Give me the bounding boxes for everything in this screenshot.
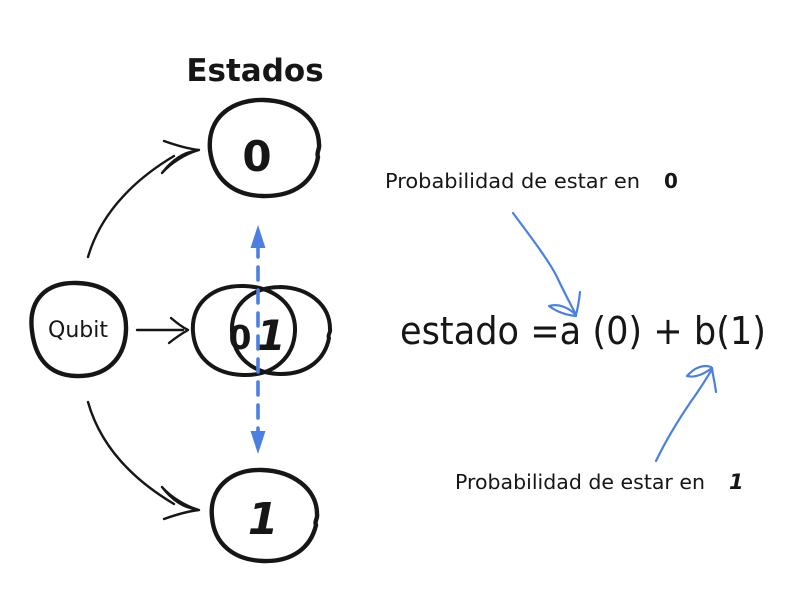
superposition-left-circle [190, 283, 298, 378]
state0-node: 0 [207, 97, 322, 199]
arrow-qubit-to-state1 [86, 400, 201, 521]
qubit-node: Qubit [29, 280, 129, 379]
qubit-label: Qubit [48, 318, 108, 343]
arrow-qubit-to-state1-shaft [86, 400, 176, 506]
prob-one-annotation: Probabilidad de estar en 1 [455, 364, 744, 494]
qubit-circle [29, 280, 129, 379]
arrow-qubit-to-state0-shaft [86, 154, 176, 259]
diagram-title: Estados [186, 53, 323, 89]
state1-node: 1 [209, 467, 320, 564]
arrow-qubit-to-state1-head [160, 485, 201, 521]
arrow-qubit-to-superposition-head [167, 316, 190, 345]
prob-zero-annotation: Probabilidad de estar en 0 [385, 169, 678, 318]
superposition-right-circle [229, 285, 333, 376]
dashed-arrow-down-head [250, 431, 266, 454]
superposition-digit-1: 1 [256, 311, 285, 360]
prob-one-digit: 1 [729, 470, 744, 494]
arrow-prob-one-head [685, 364, 718, 394]
state1-digit: 1 [248, 494, 279, 545]
prob-zero-label: Probabilidad de estar en [385, 169, 640, 193]
superposition-digit-0: 0 [229, 318, 252, 357]
arrow-prob-zero-head [547, 290, 582, 318]
arrow-prob-one-to-coefficient-b [654, 369, 713, 463]
superposition-dashed-double-arrow [250, 225, 266, 454]
arrow-prob-zero-to-coefficient-a [511, 211, 577, 315]
arrow-qubit-to-state0 [86, 139, 201, 259]
state0-circle [207, 97, 322, 199]
state0-digit: 0 [242, 132, 271, 181]
superposition-node: 0 1 [190, 283, 333, 378]
superposition-equation: estado =a (0) + b(1) [400, 309, 766, 353]
arrow-qubit-to-state0-head [160, 139, 201, 175]
arrow-qubit-to-superposition [135, 316, 190, 345]
dashed-arrow-up-head [250, 225, 266, 248]
state1-circle [209, 467, 320, 564]
prob-zero-digit: 0 [664, 169, 678, 193]
prob-one-label: Probabilidad de estar en [455, 470, 705, 494]
